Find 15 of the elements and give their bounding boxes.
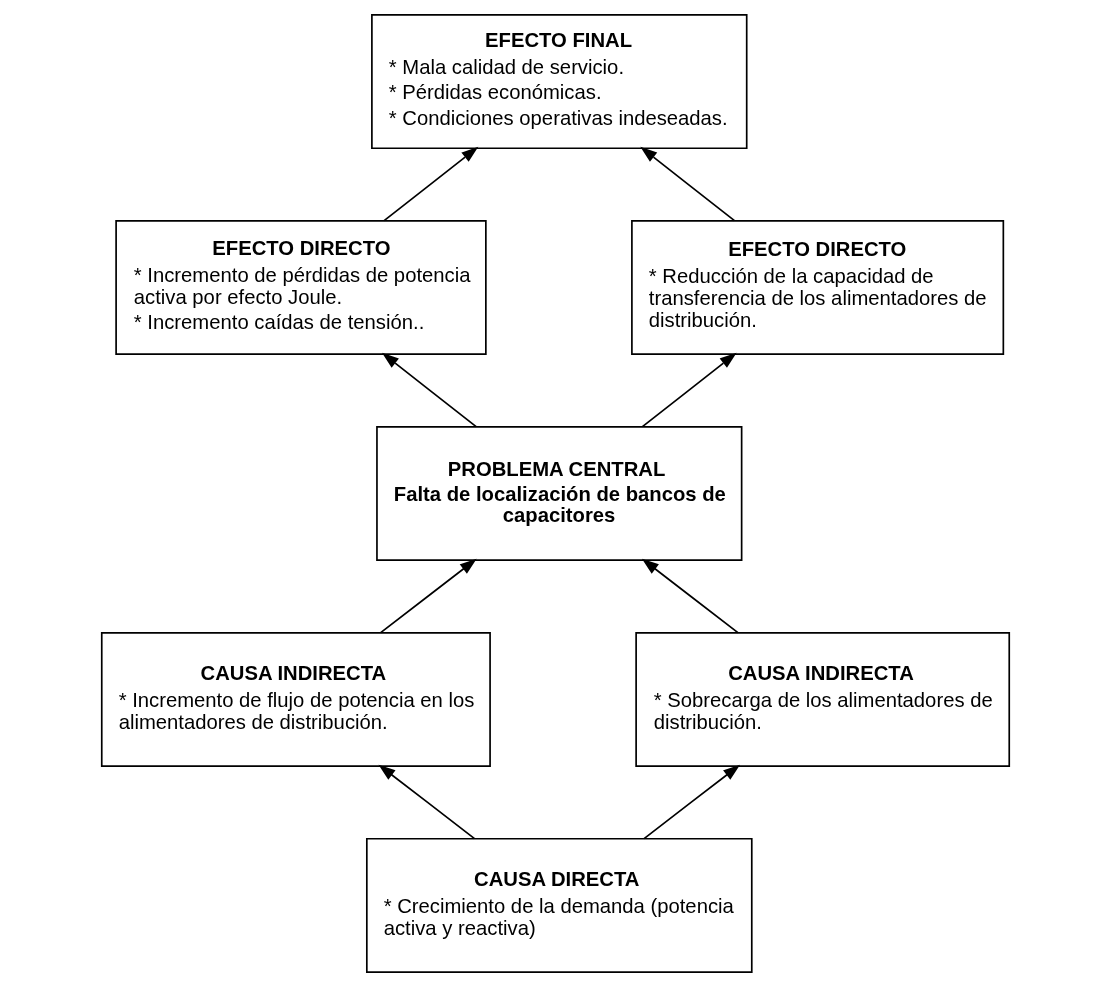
arrow [641,558,739,634]
node-box: PROBLEMA CENTRAL Falta de localización de bancos de capacitores [375,425,742,562]
arrow [642,764,740,840]
node-box: CAUSA DIRECTA * Crecimiento de la demanda (potencia activa y reactiva) [365,837,753,973]
arrow [379,558,477,634]
arrow [378,764,475,840]
arrow [382,146,478,222]
node-box: EFECTO FINAL * Mala calidad de servicio. * Pérdidas económicas. * Condiciones operativas indeseadas. [370,14,748,150]
arrow [641,352,737,428]
node-box: CAUSA INDIRECTA * Sobrecarga de los alimentadores de distribución. [634,631,1010,767]
arrow [381,352,477,428]
node-box: EFECTO DIRECTO * Reducción de la capacidad de transferencia de los alimentadores de distribución. [630,220,1004,356]
node-box: EFECTO DIRECTO * Incremento de pérdidas de potencia activa por efecto Joule. * Incremento caídas de tensión.. [114,220,487,356]
node-box: CAUSA INDIRECTA * Incremento de flujo de potencia en los alimentadores de distribución. [100,631,491,767]
arrow [639,146,735,222]
